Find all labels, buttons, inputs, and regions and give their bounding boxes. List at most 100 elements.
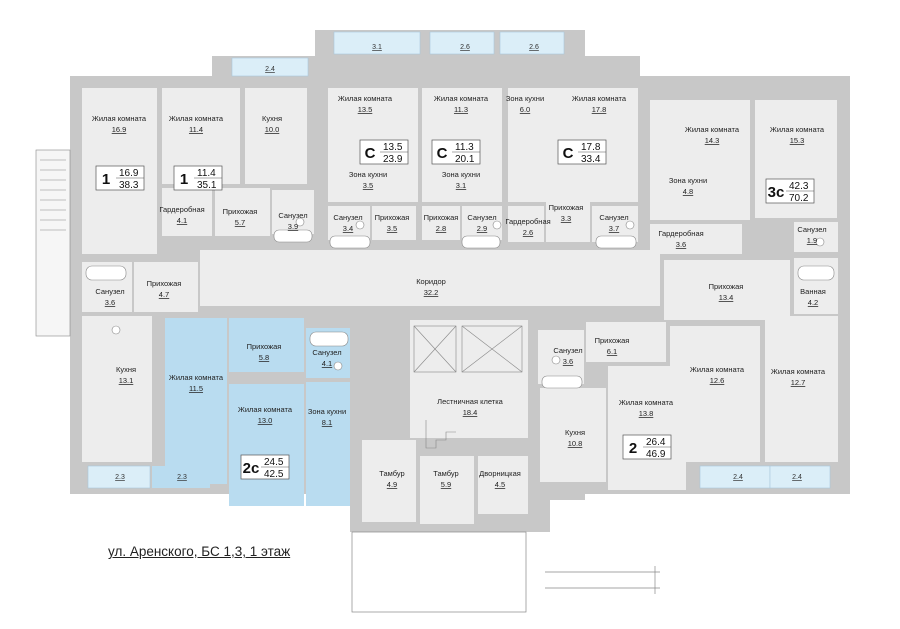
room-name-label: Тамбур (379, 469, 404, 478)
hl-room-13-0 (229, 384, 304, 506)
room-name-label: Кухня (116, 365, 136, 374)
hl-balcony-2-3 (152, 466, 210, 488)
room-name-label: Жилая комната (169, 373, 224, 382)
tub-5 (329, 235, 371, 249)
porch (351, 531, 527, 613)
floor-stair (410, 320, 528, 438)
room-area-label: 3.6 (563, 357, 573, 366)
room-area-label: 3.5 (387, 224, 397, 233)
tub-7 (595, 235, 637, 249)
room-area-label: 6.1 (607, 347, 617, 356)
room-area-label: 8.1 (322, 418, 332, 427)
apartment-total-area: 20.1 (455, 154, 475, 165)
room-name-label: Ванная (800, 287, 826, 296)
room-name-label: Прихожая (147, 279, 182, 288)
room-area-label: 11.5 (189, 384, 203, 393)
room-name-label: Прихожая (595, 336, 630, 345)
room-name-label: Жилая комната (238, 405, 293, 414)
room-area-label: 13.1 (119, 376, 134, 385)
apartment-code: С (563, 145, 574, 162)
apartment-living-area: 26.4 (646, 437, 666, 448)
room-name-label: Жилая комната (434, 94, 489, 103)
apartment-code: 1 (180, 171, 188, 188)
tub-8 (273, 229, 313, 243)
apartment-living-area: 11.3 (455, 142, 474, 153)
lift-2 (461, 325, 523, 373)
room-area-label: 16.9 (112, 125, 127, 134)
apartment-code: 2 (629, 440, 637, 457)
room-name-label: Прихожая (223, 207, 258, 216)
floor-bath-1-9 (794, 222, 838, 252)
room-name-label: Санузел (312, 348, 341, 357)
room-area-label: 1.9 (807, 236, 817, 245)
entrance-porch (351, 531, 660, 613)
room-area-label: 10.0 (265, 125, 280, 134)
room-area-label: 4.7 (159, 290, 169, 299)
tub-1 (85, 265, 127, 281)
room-name-label: Прихожая (375, 213, 410, 222)
floor-vestibule-4-9 (362, 440, 416, 522)
room-name-label: Жилая комната (169, 114, 224, 123)
room-name-label: Санузел (278, 211, 307, 220)
room-name-label: Жилая комната (619, 398, 674, 407)
room-area-label: 3.7 (609, 224, 619, 233)
room-name-label: Санузел (599, 213, 628, 222)
apartment-living-area: 11.4 (197, 168, 216, 179)
room-name-label: Жилая комната (572, 94, 627, 103)
apartment-total-area: 23.9 (383, 154, 403, 165)
room-area-label: 17.8 (592, 105, 607, 114)
wall-top-right-balcony (585, 56, 640, 78)
apartment-living-area: 24.5 (264, 457, 284, 468)
room-name-label: Прихожая (424, 213, 459, 222)
room-name-label: Дворницкая (479, 469, 521, 478)
room-name-label: Кухня (262, 114, 282, 123)
floor-hall-3-5 (372, 206, 416, 240)
floor-hall-5-7 (215, 188, 270, 236)
room-area-label: 5.9 (441, 480, 451, 489)
room-area-label: 15.3 (790, 136, 805, 145)
floor-wardrobe-4-1 (162, 188, 212, 236)
room-area-label: 4.1 (322, 359, 332, 368)
apartment-total-area: 33.4 (581, 154, 601, 165)
fixtures (85, 217, 835, 389)
floor-hall-4-7 (134, 262, 198, 312)
floor-room-12-7 (765, 316, 838, 462)
room-area-label: 2.9 (477, 224, 487, 233)
room-area-label: 2.6 (523, 228, 533, 237)
apartment-total-area: 42.5 (264, 469, 284, 480)
apartment-code: С (437, 145, 448, 162)
stair-and-lifts (413, 325, 523, 449)
room-area-label: 32.2 (424, 288, 439, 297)
room-floors (82, 88, 838, 524)
room-name-label: Зона кухни (442, 170, 480, 179)
apartment-code: 1 (102, 171, 110, 188)
room-area-label: 4.9 (387, 480, 397, 489)
room-name-label: Гардеробная (505, 217, 550, 226)
room-area-label: 18.4 (463, 408, 478, 417)
floor-bath-3-6-right (538, 330, 584, 384)
side-steps-body (35, 149, 71, 337)
room-name-label: Жилая комната (690, 365, 745, 374)
balcony-bottom-4 (769, 465, 831, 489)
room-area-label: 5.7 (235, 218, 245, 227)
balcony-area-label: 2.6 (460, 44, 470, 51)
room-area-label: 13.5 (358, 105, 373, 114)
apartment-code: С (365, 145, 376, 162)
room-name-label: Жилая комната (771, 367, 826, 376)
room-area-label: 4.1 (177, 216, 187, 225)
room-name-label: Жилая комната (770, 125, 825, 134)
room-area-label: 12.6 (710, 376, 725, 385)
room-name-label: Коридор (416, 277, 446, 286)
room-name-label: Санузел (333, 213, 362, 222)
apartment-code: 3с (768, 184, 785, 201)
floor-hall-13-4 (664, 260, 790, 320)
floor-caption: ул. Аренского, БС 1,3, 1 этаж (108, 544, 291, 559)
room-area-label: 11.4 (189, 125, 203, 134)
